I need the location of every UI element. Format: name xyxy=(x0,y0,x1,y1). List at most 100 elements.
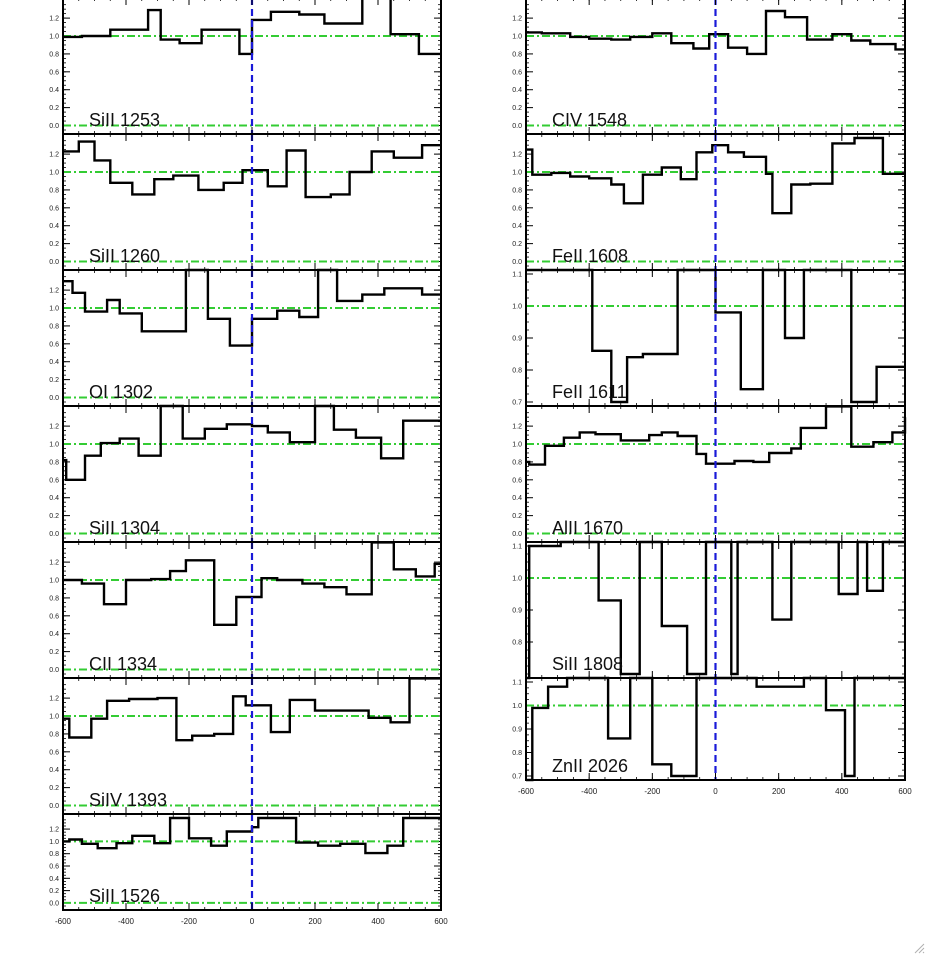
ion-label: SiIV 1393 xyxy=(89,790,167,810)
y-tick-label: 0.0 xyxy=(49,667,59,674)
flux-histogram xyxy=(63,816,441,855)
ion-label: SiII 1808 xyxy=(552,654,623,674)
ion-label: SiII 1526 xyxy=(89,886,160,906)
y-tick-label: 0.4 xyxy=(49,223,59,230)
y-tick-label: 0.4 xyxy=(49,631,59,638)
flux-histogram xyxy=(63,677,441,742)
x-tick-label: 600 xyxy=(434,917,448,926)
y-tick-label: 0.0 xyxy=(49,395,59,402)
y-tick-label: 0.8 xyxy=(49,595,59,602)
y-tick-label: 1.0 xyxy=(512,576,522,583)
x-tick-label: -600 xyxy=(518,787,535,796)
flux-histogram xyxy=(63,268,441,347)
y-tick-label: 0.6 xyxy=(49,69,59,76)
y-tick-label: 1.1 xyxy=(512,680,522,687)
y-tick-label: 0.4 xyxy=(49,495,59,502)
y-tick-label: 0.8 xyxy=(49,459,59,466)
y-tick-label: 0.9 xyxy=(512,336,522,343)
y-tick-label: 0.7 xyxy=(512,774,522,781)
y-tick-label: 0.9 xyxy=(512,608,522,615)
x-tick-label: 0 xyxy=(713,787,718,796)
y-tick-label: 0.9 xyxy=(512,727,522,734)
y-tick-label: 0.6 xyxy=(512,477,522,484)
y-tick-label: 0.0 xyxy=(49,803,59,810)
y-tick-label: 1.0 xyxy=(49,442,59,449)
y-tick-label: 0.2 xyxy=(49,785,59,792)
flux-histogram xyxy=(63,541,441,626)
y-tick-label: 0.2 xyxy=(49,649,59,656)
ion-label: FeII 1608 xyxy=(552,246,628,266)
y-tick-label: 1.0 xyxy=(49,714,59,721)
y-tick-label: 1.2 xyxy=(49,424,59,431)
y-tick-label: 0.6 xyxy=(49,749,59,756)
ion-label: OI 1302 xyxy=(89,382,153,402)
y-tick-label: 0.2 xyxy=(49,377,59,384)
panel-oi-1302: 0.00.20.40.60.81.01.2OI 1302 xyxy=(49,268,442,407)
x-tick-label: 400 xyxy=(835,787,849,796)
x-tick-label: -600 xyxy=(55,917,72,926)
flux-histogram xyxy=(526,9,905,56)
resize-grip-icon[interactable] xyxy=(913,941,925,954)
ion-label: AlII 1670 xyxy=(552,518,623,538)
y-tick-label: 0.4 xyxy=(49,359,59,366)
y-tick-label: 1.0 xyxy=(49,306,59,313)
y-tick-label: 0.8 xyxy=(512,368,522,375)
y-tick-label: 0.8 xyxy=(49,51,59,58)
y-tick-label: 1.2 xyxy=(512,152,522,159)
y-tick-label: 1.0 xyxy=(512,34,522,41)
ion-label: SiII 1304 xyxy=(89,518,160,538)
y-tick-label: 0.6 xyxy=(512,205,522,212)
x-tick-label: -400 xyxy=(118,917,135,926)
x-tick-label: 400 xyxy=(371,917,385,926)
y-tick-label: 1.2 xyxy=(49,16,59,23)
y-tick-label: 1.2 xyxy=(512,424,522,431)
y-tick-label: 0.0 xyxy=(512,259,522,266)
y-tick-label: 0.8 xyxy=(512,459,522,466)
flux-histogram xyxy=(526,676,905,782)
ion-label: CII 1334 xyxy=(89,654,157,674)
ion-label: SiII 1253 xyxy=(89,110,160,130)
y-tick-label: 1.0 xyxy=(512,304,522,311)
y-tick-label: 0.2 xyxy=(512,513,522,520)
y-tick-label: 1.0 xyxy=(512,170,522,177)
y-tick-label: 0.2 xyxy=(512,241,522,248)
y-tick-label: 0.8 xyxy=(49,851,59,858)
x-tick-label: -200 xyxy=(644,787,661,796)
y-tick-label: 1.0 xyxy=(512,442,522,449)
y-tick-label: 1.0 xyxy=(512,703,522,710)
y-tick-label: 1.2 xyxy=(49,560,59,567)
x-tick-label: 200 xyxy=(308,917,322,926)
flux-histogram xyxy=(63,0,441,56)
y-tick-label: 0.4 xyxy=(49,87,59,94)
y-tick-label: 0.4 xyxy=(49,876,59,883)
y-tick-label: 0.8 xyxy=(49,323,59,330)
ion-label: ZnII 2026 xyxy=(552,756,628,776)
y-tick-label: 1.0 xyxy=(49,34,59,41)
y-tick-label: 0.2 xyxy=(49,241,59,248)
y-tick-label: 0.7 xyxy=(512,400,522,407)
y-tick-label: 0.8 xyxy=(512,640,522,647)
ion-label: CIV 1548 xyxy=(552,110,627,130)
ion-label: FeII 1611 xyxy=(552,382,627,402)
y-tick-label: 0.0 xyxy=(49,900,59,907)
y-tick-label: 0.4 xyxy=(512,87,522,94)
y-tick-label: 1.2 xyxy=(49,696,59,703)
y-tick-label: 0.8 xyxy=(49,731,59,738)
x-tick-label: -400 xyxy=(581,787,598,796)
flux-histogram xyxy=(63,404,441,481)
y-tick-label: 1.2 xyxy=(49,152,59,159)
x-tick-label: 200 xyxy=(772,787,786,796)
y-tick-label: 0.0 xyxy=(49,259,59,266)
y-tick-label: 0.8 xyxy=(512,187,522,194)
y-tick-label: 0.0 xyxy=(512,123,522,130)
